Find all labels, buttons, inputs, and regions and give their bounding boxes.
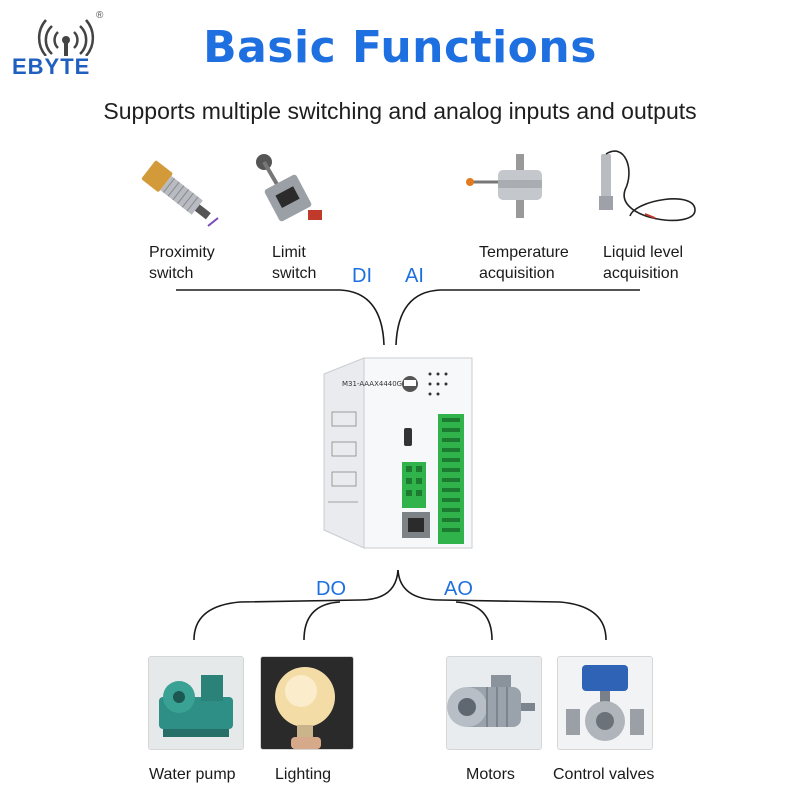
channel-label-ai: AI — [405, 265, 424, 287]
page-subtitle: Supports multiple switching and analog i… — [103, 98, 697, 124]
output-label-lighting: Lighting — [275, 766, 332, 783]
liquid-level-sensor-icon — [599, 150, 696, 222]
output-label-water-pump: Water pump — [149, 766, 236, 783]
io-module-device: M31-AAAX4440G — [323, 357, 473, 549]
channel-label-ao: AO — [444, 578, 473, 600]
input-label-limit-switch: Limit switch — [272, 244, 317, 282]
proximity-switch-icon — [141, 160, 219, 227]
device-model-text: M31-AAAX4440G — [342, 380, 402, 388]
water-pump-image — [148, 656, 244, 750]
ebyte-logo: ® EBYTE — [8, 10, 120, 79]
registered-mark: ® — [96, 10, 104, 21]
brand-name: EBYTE — [12, 54, 91, 79]
limit-switch-icon — [256, 154, 322, 222]
channel-label-do: DO — [316, 578, 346, 600]
wireless-signal-icon — [37, 19, 95, 56]
output-label-motors: Motors — [466, 766, 515, 783]
output-label-control-valves: Control valves — [553, 766, 655, 783]
page-title: Basic Functions — [203, 22, 597, 73]
input-label-liquid-level-acquisition: Liquid level acquisition — [603, 244, 684, 282]
channel-label-di: DI — [352, 265, 372, 287]
input-label-proximity-switch: Proximity switch — [149, 244, 215, 282]
temperature-sensor-icon — [466, 154, 542, 218]
control-valve-image — [557, 656, 653, 750]
input-label-temperature-acquisition: Temperature acquisition — [479, 244, 569, 282]
motor-image — [446, 656, 542, 750]
light-bulb-image — [260, 656, 354, 750]
